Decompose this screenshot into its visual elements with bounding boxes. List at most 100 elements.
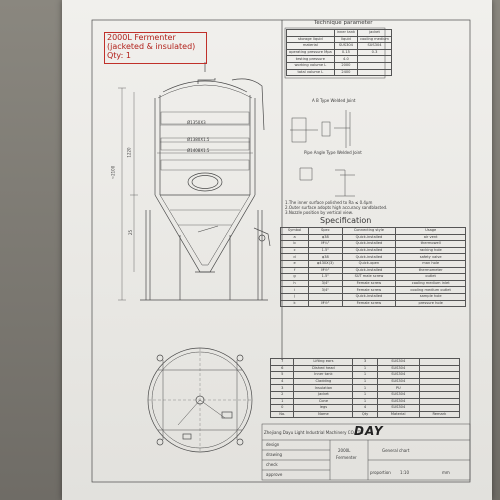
parts-cell: 1 xyxy=(269,397,295,406)
spec-row: e φ430X(3) Quick-open man hole xyxy=(279,259,466,268)
drawing-frame xyxy=(91,19,471,483)
spec-cell: thermometer xyxy=(395,266,466,275)
spec-cell: SUT male screw xyxy=(341,273,397,281)
fermenter-label-box: 2000L Fermenter (jacketed & insulated) Q… xyxy=(104,32,207,64)
spec-cell: φ38 xyxy=(308,253,343,261)
spec-cell: Quick-installed xyxy=(341,266,397,275)
spec-header-cell: Connecting style xyxy=(341,227,397,235)
jacket-band xyxy=(160,111,250,125)
technique-cell: 2400 xyxy=(333,68,359,77)
spec-cell: Female screw xyxy=(341,286,397,294)
spec-cell: Quick-open xyxy=(341,259,397,268)
parts-row: 2 Jacket 1 SUS304 xyxy=(269,390,461,399)
spec-cell: k xyxy=(279,299,310,308)
technique-cell: testing pressure xyxy=(286,55,335,63)
technique-row: operating pressure Mpa 0.15 0.3 xyxy=(286,48,392,57)
tank-cone xyxy=(154,194,256,273)
spec-cell: safety valve xyxy=(395,253,466,261)
spec-cell: 3/4" xyxy=(308,286,343,294)
spec-row: f M½" Quick-installed thermometer xyxy=(279,266,466,275)
spec-cell: 3/4" xyxy=(308,279,343,288)
weld-detail-sketches xyxy=(290,110,355,197)
spec-row: h 3/4" Female screw cooling medium inlet xyxy=(279,279,466,288)
technique-cell: cooling medium xyxy=(357,35,392,44)
parts-header-cell: No. xyxy=(269,410,295,419)
spec-cell: b xyxy=(279,240,310,248)
spec-cell: M½" xyxy=(308,266,343,275)
parts-header-cell: Name xyxy=(293,410,354,419)
spec-row: c 1.5" Quick-installed racking hole xyxy=(279,246,466,255)
parts-cell xyxy=(418,390,461,399)
technique-row: material SUS304 SUS304 xyxy=(286,42,392,50)
technique-cell: material xyxy=(286,42,335,50)
spec-cell: d xyxy=(279,253,310,261)
spec-cell: h xyxy=(279,279,310,288)
technique-cell: 4.0 xyxy=(333,55,359,63)
spec-cell: g xyxy=(279,273,310,281)
spec-cell: thermowell xyxy=(395,240,466,248)
spec-cell: racking hole xyxy=(395,246,466,255)
technique-header-cell: inner tank xyxy=(333,29,359,37)
parts-cell xyxy=(418,364,461,373)
company-name: Zhejiang Dayu Light Industrial Machinery… xyxy=(264,430,364,435)
pipe-weld-title: Pipe Angle Type Welded Joint xyxy=(304,150,362,155)
dim-lower: 25 xyxy=(128,229,134,236)
spec-header-cell: Symbol xyxy=(279,227,310,235)
spec-cell: Female screw xyxy=(341,279,397,288)
spec-row: g 1.5" SUT male screw outlet xyxy=(279,273,466,281)
dished-head xyxy=(162,80,248,93)
parts-cell: SUS304 xyxy=(376,404,420,412)
dim-upper: 1220 xyxy=(126,147,132,158)
parts-cell: SUS304 xyxy=(376,358,420,366)
parts-cell: 2 xyxy=(269,390,295,399)
product-name: Fermenter xyxy=(336,455,357,460)
parts-header-cell: Qty xyxy=(352,410,378,419)
title-row-label: approve xyxy=(266,472,283,477)
technique-row: working volume L 2000 xyxy=(286,61,392,70)
parts-cell xyxy=(418,397,461,406)
spec-header-cell: Spec xyxy=(308,227,343,235)
parts-cell: 5 xyxy=(269,371,295,379)
sheet-name: General chart xyxy=(382,448,410,453)
parts-cell: 4 xyxy=(352,404,378,412)
spec-cell: φ38 xyxy=(308,233,343,242)
note-line: 3.Nozzle position by vertical view. xyxy=(285,210,353,215)
title-block-frame xyxy=(261,423,471,481)
technique-cell: SUS304 xyxy=(333,42,359,50)
weld-joint-title: A B Type Welded Joint xyxy=(312,98,356,103)
scale-value: 1:10 xyxy=(400,470,409,475)
technique-cell: 0.15 xyxy=(333,48,359,57)
spec-cell: Quick-installed xyxy=(341,240,397,248)
spec-header-cell: Usage xyxy=(395,227,466,235)
spec-row: j Quick-installed sample hole xyxy=(279,292,466,301)
technique-cell xyxy=(357,55,392,63)
spec-cell: Quick-installed xyxy=(341,246,397,255)
dim-diameter-2: Ø1380X1.5 xyxy=(187,137,210,142)
parts-cell: SUS304 xyxy=(376,397,420,406)
spec-cell: Female screw xyxy=(341,299,397,308)
spec-table: Symbol Spec Connecting style Usage a φ38… xyxy=(279,227,466,308)
technique-header-cell: jacket xyxy=(357,29,392,37)
tank-plan-view xyxy=(147,347,253,453)
technique-title: Technique parameter xyxy=(314,20,373,26)
technique-row: total volume L 2400 xyxy=(286,68,392,77)
technique-cell: storage liquid xyxy=(286,35,335,44)
parts-row: 6 Dished head 1 SUS304 xyxy=(269,364,461,373)
spec-cell: φ430X(3) xyxy=(308,259,343,268)
spec-cell: Quick-installed xyxy=(341,292,397,301)
spec-cell: a xyxy=(279,233,310,242)
cip-arm xyxy=(231,78,265,131)
parts-cell: 0 xyxy=(269,404,295,412)
parts-cell: 1 xyxy=(352,397,378,406)
note-line: 1.The inner surface polished to Ra ≤ 0.4… xyxy=(285,200,373,205)
parts-cell: 1 xyxy=(352,377,378,386)
spec-header-row: Symbol Spec Connecting style Usage xyxy=(279,227,466,235)
parts-header-row: No. Name Qty Material Remark xyxy=(269,410,461,419)
spec-cell: 1.5" xyxy=(308,273,343,281)
spec-cell: cooling medium outlet xyxy=(395,286,466,294)
parts-cell xyxy=(418,404,461,412)
dim-diameter-3: Ø1408X1.5 xyxy=(187,148,210,153)
label-title: 2000L Fermenter xyxy=(107,33,176,42)
parts-row: 7 Lifting ears 3 SUS304 xyxy=(269,358,461,366)
